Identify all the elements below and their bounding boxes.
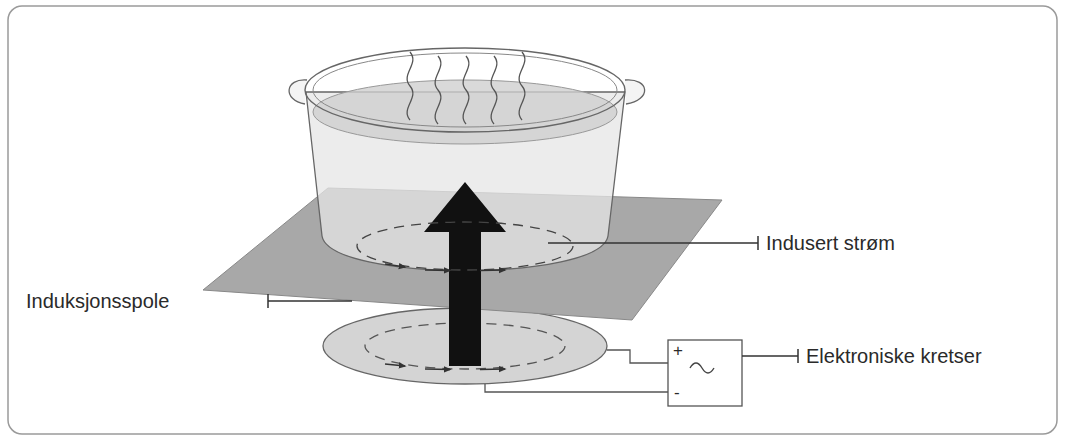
induced-current	[357, 222, 573, 271]
leader-lines	[268, 236, 798, 363]
part-label: Elektroniske kretser	[806, 344, 982, 368]
terminal-sign: -	[674, 381, 680, 405]
wires	[485, 350, 668, 392]
ac-symbol	[690, 363, 714, 373]
electronics-box	[668, 340, 742, 406]
field-arrow	[424, 182, 506, 366]
frame	[8, 6, 1057, 434]
part-label: Induksjonsspole	[26, 289, 169, 313]
part-label: Indusert strøm	[766, 231, 895, 255]
terminal-sign: +	[673, 339, 683, 363]
